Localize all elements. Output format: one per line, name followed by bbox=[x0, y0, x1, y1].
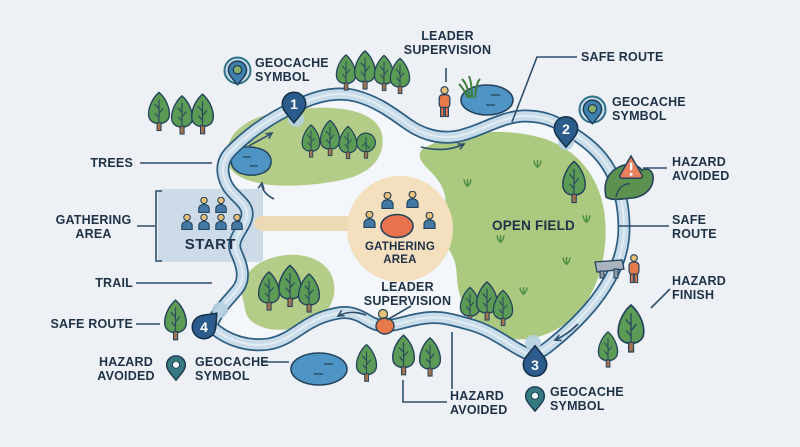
tree-cluster-outer-bottom bbox=[355, 334, 442, 383]
finish-figure bbox=[628, 253, 640, 284]
waypoint-1-number: 1 bbox=[290, 96, 298, 112]
waypoint-3-number: 3 bbox=[531, 357, 539, 373]
open-field-label: OPEN FIELD bbox=[492, 218, 576, 233]
hazard-warning-icon bbox=[618, 154, 644, 180]
geocache-badge-icon-right bbox=[578, 95, 607, 125]
tree-cluster-finish bbox=[597, 304, 645, 368]
callout-geocache-right: GEOCACHE SYMBOL bbox=[612, 95, 686, 123]
pond-top-center bbox=[458, 75, 514, 116]
callout-trees-left: TREES bbox=[90, 156, 133, 170]
callout-hazard-avoided-right: HAZARD AVOIDED bbox=[672, 155, 730, 183]
callout-safe-route-left: SAFE ROUTE bbox=[50, 317, 133, 331]
tree-icon bbox=[170, 95, 194, 135]
gathering-area-center-label: GATHERING AREA bbox=[365, 241, 435, 266]
tree-icon-safe-route-left bbox=[163, 299, 188, 341]
tree-icon bbox=[418, 337, 442, 377]
callout-hazard-finish-right: HAZARD FINISH bbox=[672, 274, 726, 302]
direction-arrows bbox=[248, 133, 579, 340]
callout-safe-route-top: SAFE ROUTE bbox=[581, 50, 664, 64]
tree-cluster-outer-top-left bbox=[147, 91, 215, 135]
gathering-table bbox=[380, 213, 414, 239]
callout-safe-route-right: SAFE ROUTE bbox=[672, 213, 717, 241]
geocache-pin-icon-bottom-left bbox=[166, 355, 186, 381]
tree-icon bbox=[147, 91, 171, 132]
waypoint-4-number: 4 bbox=[200, 319, 208, 335]
callout-geocache-bottom-right: GEOCACHE SYMBOL bbox=[550, 385, 624, 413]
waypoint-2-number: 2 bbox=[562, 121, 570, 137]
tree-icon bbox=[190, 93, 215, 135]
callout-hazard-avoided-bottom-center: HAZARD AVOIDED bbox=[450, 389, 508, 417]
tree-icon bbox=[597, 331, 619, 368]
tree-icon bbox=[353, 50, 377, 90]
callout-geocache-top-left: GEOCACHE SYMBOL bbox=[255, 56, 329, 84]
start-label: START bbox=[184, 236, 237, 253]
trail-loop bbox=[204, 87, 631, 363]
gathering-area-circle bbox=[347, 176, 453, 282]
leader-figure-bottom bbox=[375, 308, 395, 335]
callout-pointer-lines bbox=[136, 56, 671, 403]
tree-icon bbox=[335, 54, 357, 91]
callout-leader-supervision-top: LEADER SUPERVISION bbox=[403, 29, 492, 57]
geocache-pin-icon-bottom-right bbox=[525, 386, 545, 412]
callout-hazard-avoided-bottom-left: HAZARD AVOIDED bbox=[97, 355, 155, 383]
callout-trail-left: TRAIL bbox=[95, 276, 133, 290]
tree-icon bbox=[355, 343, 378, 383]
callout-geocache-bottom-left: GEOCACHE SYMBOL bbox=[195, 355, 269, 383]
callout-gathering-area-left: GATHERING AREA bbox=[55, 213, 132, 241]
tree-icon bbox=[617, 304, 645, 353]
callout-leader-supervision-bottom: LEADER SUPERVISION bbox=[363, 280, 452, 308]
tree-icon bbox=[391, 334, 416, 376]
finish-gate bbox=[594, 259, 625, 279]
gathering-path-band bbox=[254, 216, 354, 231]
geocache-badge-icon-top-left bbox=[223, 56, 252, 86]
leader-figure-top bbox=[438, 85, 451, 118]
tree-icon bbox=[389, 57, 411, 95]
pond-bottom-left bbox=[290, 352, 348, 386]
tree-cluster-outer-top bbox=[335, 50, 411, 95]
